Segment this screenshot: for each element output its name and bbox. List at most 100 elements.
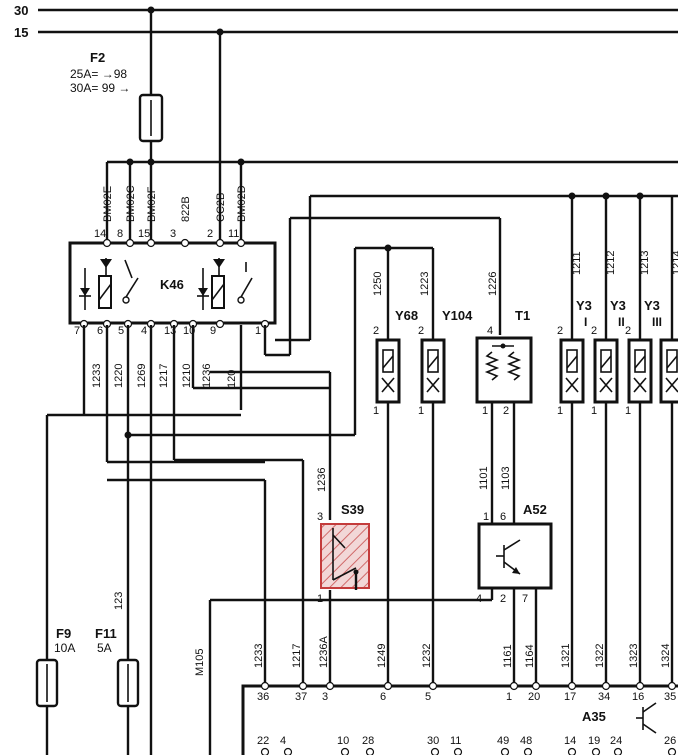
a35-pin (531, 681, 541, 691)
k46-output-wires (45, 194, 678, 755)
a35-wire-label: 1322 (594, 644, 606, 668)
a35-pin (567, 747, 577, 755)
a35-pin-label: 34 (598, 691, 610, 703)
valve-y68: Y68 2 1 1250 (372, 244, 433, 685)
a35-pin-label: 19 (588, 735, 600, 747)
supply-rails: 30 15 (14, 3, 678, 40)
a35-pin (667, 681, 677, 691)
wire-123-label: 123 (113, 592, 125, 610)
a35-wire-label: 1217 (291, 644, 303, 668)
a35-pin-label: 36 (257, 691, 269, 703)
valve-y3-wire: 1214 (671, 251, 678, 275)
a35-pin-label: 6 (380, 691, 386, 703)
a35-pin (567, 681, 577, 691)
svg-text:5A: 5A (97, 641, 112, 655)
a35-pin-label: 10 (337, 735, 349, 747)
valve-pin-label: 1 (557, 405, 563, 417)
relay-pin-label: 1 (255, 325, 261, 337)
a35-pin-label: 28 (362, 735, 374, 747)
a35-pin-label: 4 (280, 735, 286, 747)
relay-pin-label: 14 (94, 228, 106, 240)
svg-text:1103: 1103 (500, 466, 512, 490)
component-t1: T1 4 1 2 1226 1101 1103 (475, 272, 533, 515)
switch-s39-name: S39 (341, 502, 364, 517)
fuse-f2-name: F2 (90, 50, 105, 65)
svg-text:10A: 10A (54, 641, 75, 655)
svg-text:1101: 1101 (478, 466, 490, 490)
a35-pin-label: 16 (632, 691, 644, 703)
a35-wire-label: 1233 (253, 644, 265, 668)
a35-pin (298, 681, 308, 691)
a35-pin-label: 26 (664, 735, 676, 747)
a35-pin (667, 747, 677, 755)
valve-pin-label: 2 (557, 325, 563, 337)
fuse-f9: F9 10A (35, 626, 75, 755)
a35-pin (260, 747, 270, 755)
a35-pin (340, 747, 350, 755)
relay-pin-label: 5 (118, 325, 124, 337)
a35-wire-label: 1249 (376, 644, 388, 668)
relay-out-wire-label: 1220 (113, 364, 125, 388)
switch-s39-body (320, 523, 370, 589)
fuse-f2-rating-1: 25A= →98 (70, 67, 127, 81)
svg-text:2: 2 (500, 593, 506, 605)
valve-y3-sub: III (652, 315, 662, 329)
fuse-f2-rating-2: 30A= 99 → (70, 81, 130, 95)
valve-y3-name: Y3 (576, 298, 592, 313)
valve-pin-label: 2 (625, 325, 631, 337)
rail-15-label: 15 (14, 25, 28, 40)
svg-text:4: 4 (476, 593, 482, 605)
relay-pin-label: 11 (228, 228, 239, 240)
svg-text:1: 1 (418, 405, 424, 417)
valve-y3: 1214 (659, 251, 678, 685)
svg-text:2: 2 (503, 405, 509, 417)
wire-m105-label: M105 (194, 648, 206, 676)
a35-pin (613, 747, 623, 755)
module-a35-name: A35 (582, 709, 606, 724)
relay-out-wire-label: 1269 (136, 364, 148, 388)
svg-text:2: 2 (418, 325, 424, 337)
svg-text:3: 3 (317, 511, 323, 523)
relay-out-wire-label: 1210 (181, 364, 193, 388)
a35-pin (325, 681, 335, 691)
valve-y3-wire: 1212 (605, 251, 617, 275)
a35-pin-label: 49 (497, 735, 509, 747)
relay-pin-label: 2 (207, 228, 213, 240)
a35-pin (260, 681, 270, 691)
a35-pin (383, 681, 393, 691)
wire-1226-label: 1226 (487, 272, 499, 296)
a35-pin (430, 747, 440, 755)
switch-s39: S39 3 1 1236 (316, 388, 370, 685)
relay-out-wire-label: 120 (226, 370, 238, 388)
valve-pin-label: 1 (625, 405, 631, 417)
a35-wire-label: 1236A (318, 636, 330, 668)
relay-pin (102, 238, 112, 248)
a35-pin-label: 3 (322, 691, 328, 703)
a35-wire-label: 1232 (421, 644, 433, 668)
relay-pin-label: 8 (117, 228, 123, 240)
a35-pin-label: 48 (520, 735, 532, 747)
valve-y104: Y104 2 1 1223 (418, 248, 473, 685)
a35-wire-label: 1164 (524, 644, 536, 668)
relay-wire-label: BM02D (236, 185, 248, 222)
valve-y68-pin-bottom: 1 (373, 405, 379, 417)
module-a52-name: A52 (523, 502, 547, 517)
valve-y68-pin-top: 2 (373, 325, 379, 337)
a35-wire-label: 1161 (502, 644, 514, 668)
module-a52: A52 1 6 4 2 7 (208, 502, 553, 755)
a35-pin (453, 747, 463, 755)
a35-pin-label: 17 (564, 691, 576, 703)
relay-pin (125, 238, 135, 248)
valve-y3-sub: II (618, 315, 625, 329)
svg-text:F9: F9 (56, 626, 71, 641)
a35-pin (601, 681, 611, 691)
a35-wire-label: 1324 (660, 644, 672, 668)
a35-pin-label: 37 (295, 691, 307, 703)
a35-wire-label: 1321 (560, 644, 572, 668)
relay-wire-label: CC2B (215, 193, 227, 222)
